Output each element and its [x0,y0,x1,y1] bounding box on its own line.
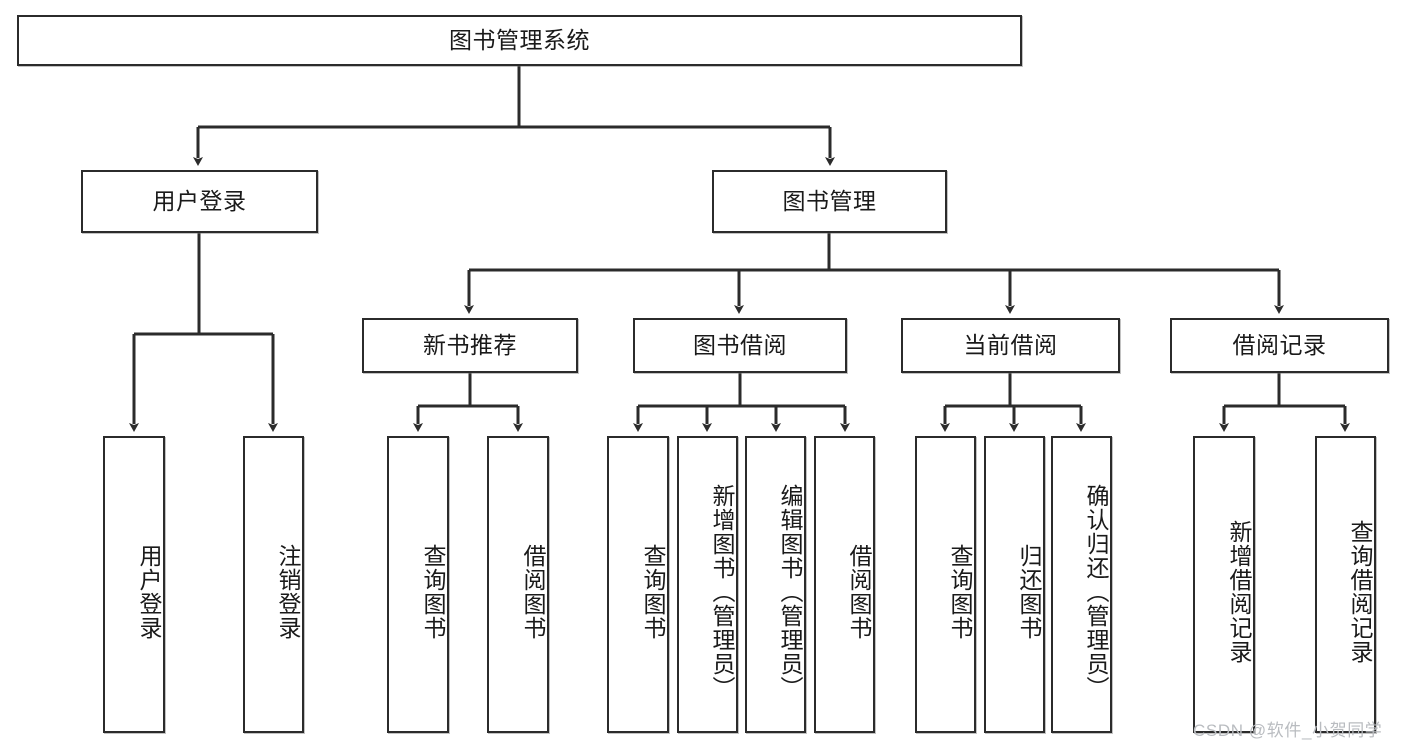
node-leaf-add-borrow-record[interactable]: 新增借阅记录 [1193,436,1255,733]
node-book-borrow[interactable]: 图书借阅 [633,318,847,373]
node-leaf-borrow-book-label: 借阅图书 [846,543,872,640]
csdn-watermark: CSDN @软件_小贺同学 [1193,721,1383,740]
node-current-borrow-label: 当前借阅 [963,331,1058,358]
node-leaf-query-borrow-record[interactable]: 查询借阅记录 [1315,436,1376,733]
node-leaf-logout[interactable]: 注销登录 [243,436,304,733]
node-borrow-record[interactable]: 借阅记录 [1170,318,1389,373]
node-leaf-user-login[interactable]: 用户登录 [103,436,165,733]
node-leaf-edit-book-label: 编辑图书（管理员） [777,483,803,700]
node-leaf-query-book-borrow[interactable]: 查询图书 [607,436,669,733]
node-leaf-borrow-book-rec-label: 借阅图书 [520,543,546,640]
node-book-borrow-label: 图书借阅 [693,331,787,358]
node-leaf-edit-book[interactable]: 编辑图书（管理员） [745,436,806,733]
node-leaf-confirm-return[interactable]: 确认归还（管理员） [1051,436,1112,733]
node-leaf-user-login-label: 用户登录 [136,543,162,640]
node-leaf-add-book[interactable]: 新增图书（管理员） [677,436,738,733]
node-leaf-return-book-label: 归还图书 [1016,543,1042,640]
node-leaf-query-book-cur[interactable]: 查询图书 [915,436,976,733]
node-leaf-borrow-book-rec[interactable]: 借阅图书 [487,436,549,733]
node-user-login[interactable]: 用户登录 [81,170,318,233]
node-leaf-confirm-return-label: 确认归还（管理员） [1083,483,1109,700]
node-borrow-record-label: 借阅记录 [1232,331,1327,358]
node-root-label: 图书管理系统 [449,26,590,53]
node-user-login-label: 用户登录 [152,187,247,214]
node-book-manage[interactable]: 图书管理 [712,170,947,233]
node-leaf-query-book-cur-label: 查询图书 [947,543,973,640]
node-root[interactable]: 图书管理系统 [17,15,1022,66]
node-leaf-borrow-book[interactable]: 借阅图书 [814,436,875,733]
node-leaf-logout-label: 注销登录 [275,543,301,640]
node-leaf-query-book-rec-label: 查询图书 [420,543,446,640]
node-leaf-add-book-label: 新增图书（管理员） [709,483,735,700]
node-new-book-recommend-label: 新书推荐 [423,331,517,358]
node-book-manage-label: 图书管理 [782,187,877,214]
node-leaf-return-book[interactable]: 归还图书 [984,436,1045,733]
node-leaf-query-book-borrow-label: 查询图书 [640,543,666,640]
node-current-borrow[interactable]: 当前借阅 [901,318,1120,373]
node-leaf-query-book-rec[interactable]: 查询图书 [387,436,449,733]
node-new-book-recommend[interactable]: 新书推荐 [362,318,578,373]
node-leaf-add-borrow-record-label: 新增借阅记录 [1226,519,1252,664]
node-leaf-query-borrow-record-label: 查询借阅记录 [1347,519,1373,664]
